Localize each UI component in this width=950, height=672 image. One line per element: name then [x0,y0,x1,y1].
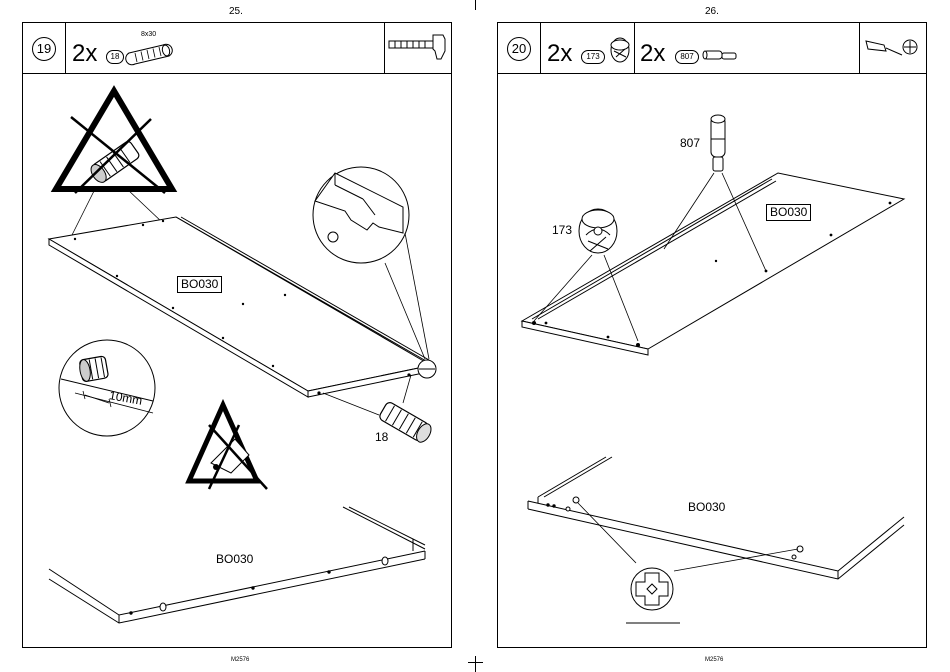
instruction-page-19: 19 2x 18 8x30 [22,22,452,648]
dowel-label: 18 [375,431,388,444]
panel-label-bottom: BO030 [688,501,725,514]
cam-label: 173 [552,224,572,237]
panel-label-top: BO030 [766,204,811,221]
crop-mark-top [475,0,476,10]
footer-code-right: M2576 [705,657,723,663]
no-glue-warning-icon [189,405,267,489]
panel-top [522,173,904,355]
panel-label-top: BO030 [177,276,222,293]
instruction-page-20: 20 2x 173 2x 807 [497,22,927,648]
pin-label: 807 [680,137,700,150]
page-number-left: 25. [229,6,243,17]
connector-pin-807 [711,115,725,171]
panel-label-bottom: BO030 [216,553,253,566]
no-hammer-warning-icon [56,91,172,193]
footer-code-left: M2576 [231,657,249,663]
cross-head-icon [631,568,673,610]
step-20-drawing [498,23,928,649]
page-number-right: 26. [705,6,719,17]
depth-detail-circle [59,340,155,436]
crop-mark-bottom-h [468,662,483,663]
cam-lock-173 [579,209,617,253]
crop-mark-bottom [475,656,476,672]
panel-bottom [528,457,904,579]
